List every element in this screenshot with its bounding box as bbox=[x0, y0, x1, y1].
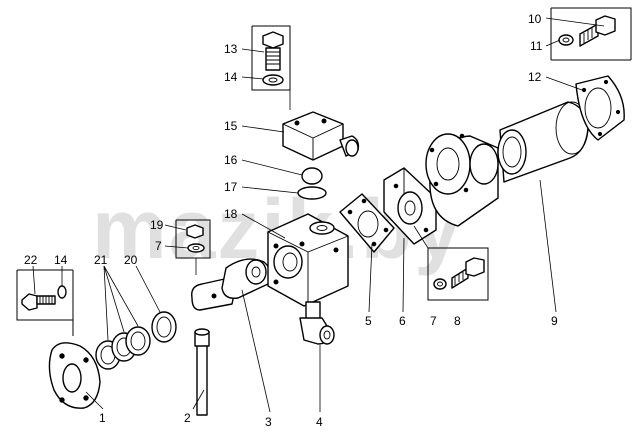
callout-3: 3 bbox=[265, 415, 272, 429]
shaft-part-2 bbox=[194, 328, 210, 416]
o-ring-part-17 bbox=[297, 186, 327, 200]
gasket-part-5 bbox=[339, 193, 395, 253]
nut-washer-group-center bbox=[175, 219, 211, 275]
callout-14-left: 14 bbox=[54, 253, 68, 267]
callout-numbers: 1 2 3 4 5 6 7 8 9 10 11 12 13 14 15 16 1… bbox=[24, 12, 558, 429]
callout-7-right: 7 bbox=[430, 314, 437, 328]
callout-20: 20 bbox=[124, 253, 138, 267]
callout-4: 4 bbox=[316, 415, 323, 429]
bolt-washer-group-top-right bbox=[550, 7, 632, 61]
callout-1: 1 bbox=[99, 411, 106, 425]
callout-15: 15 bbox=[224, 119, 238, 133]
bolt-washer-group-top bbox=[251, 25, 291, 110]
gearbox-housing-part-18 bbox=[267, 213, 349, 307]
leader-lines bbox=[32, 17, 605, 413]
bell-housing-part-9 bbox=[425, 133, 499, 227]
bolt-washer-group-left bbox=[16, 269, 74, 336]
callout-14-top: 14 bbox=[224, 70, 238, 84]
gasket-ring-part-12 bbox=[575, 75, 625, 141]
callout-10: 10 bbox=[528, 12, 542, 26]
callout-19: 19 bbox=[150, 218, 164, 232]
callout-21: 21 bbox=[94, 253, 108, 267]
callout-7-center: 7 bbox=[155, 239, 162, 253]
bolt-washer-group-right bbox=[413, 225, 489, 301]
callout-17: 17 bbox=[224, 180, 238, 194]
bushing-part-20 bbox=[151, 311, 177, 343]
callout-12: 12 bbox=[528, 70, 542, 84]
callout-13: 13 bbox=[224, 42, 238, 56]
drive-shaft-part-3 bbox=[191, 258, 271, 311]
callout-5: 5 bbox=[365, 314, 372, 328]
callout-8: 8 bbox=[454, 314, 461, 328]
elbow-fitting-part-4 bbox=[299, 301, 335, 345]
seal-rings-part-21 bbox=[95, 326, 151, 370]
valve-block-part-15 bbox=[282, 111, 360, 161]
callout-11: 11 bbox=[530, 39, 543, 53]
ball-part-16 bbox=[301, 167, 323, 185]
callout-2: 2 bbox=[184, 411, 191, 425]
callout-9: 9 bbox=[551, 314, 558, 328]
cylinder-sleeve-part-9 bbox=[497, 101, 589, 183]
flange-plate-part-1 bbox=[48, 342, 101, 409]
callout-16: 16 bbox=[224, 153, 238, 167]
adapter-flange-part-6 bbox=[383, 167, 437, 245]
callout-22: 22 bbox=[24, 253, 38, 267]
callout-18: 18 bbox=[224, 207, 238, 221]
callout-6: 6 bbox=[399, 314, 406, 328]
